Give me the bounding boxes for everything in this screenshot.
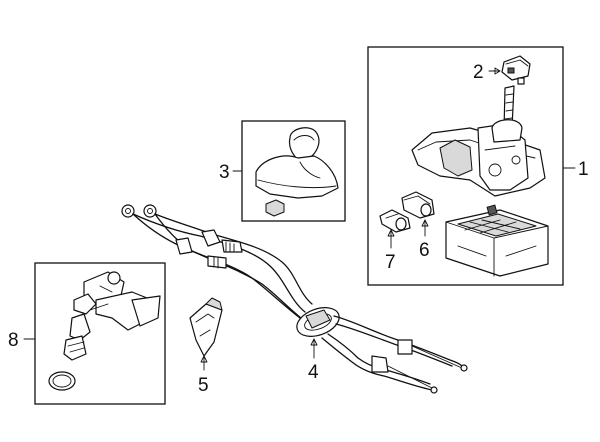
shift-lock-solenoid [501, 55, 531, 85]
callout-1: 1 [578, 159, 589, 180]
shift-knob [288, 127, 320, 161]
knob-retainer [265, 199, 285, 217]
callout-7: 7 [385, 252, 396, 273]
cable-bracket [189, 297, 223, 357]
shifter-assembly-group [367, 46, 564, 286]
shifter-base-housing [411, 123, 546, 197]
callout-5: 5 [198, 375, 209, 396]
trans-shift-lever [63, 271, 161, 361]
cable-end-eyelet [121, 204, 135, 218]
shifter-lower-tray [445, 204, 549, 277]
bulb-socket [401, 191, 435, 219]
cable-boot [175, 237, 193, 255]
cable-boot [201, 229, 221, 247]
callout-6: 6 [419, 240, 430, 261]
cable-grommet [296, 307, 340, 337]
callout-2: 2 [473, 62, 484, 83]
shift-knob-group [241, 120, 346, 222]
callout-8: 8 [8, 330, 19, 351]
trans-lever-group [34, 262, 166, 405]
shift-cable-assembly [121, 204, 468, 394]
shift-boot [255, 155, 339, 199]
callout-4: 4 [308, 362, 319, 383]
cable-fitting [397, 339, 413, 355]
callout-3: 3 [219, 162, 230, 183]
shift-lever [491, 85, 523, 143]
indicator-bulb [379, 209, 411, 233]
cable-end-eyelet [143, 204, 157, 218]
trans-lever-frame [34, 262, 166, 405]
shifter-assembly-frame [367, 46, 564, 286]
leader-lines [23, 67, 576, 371]
